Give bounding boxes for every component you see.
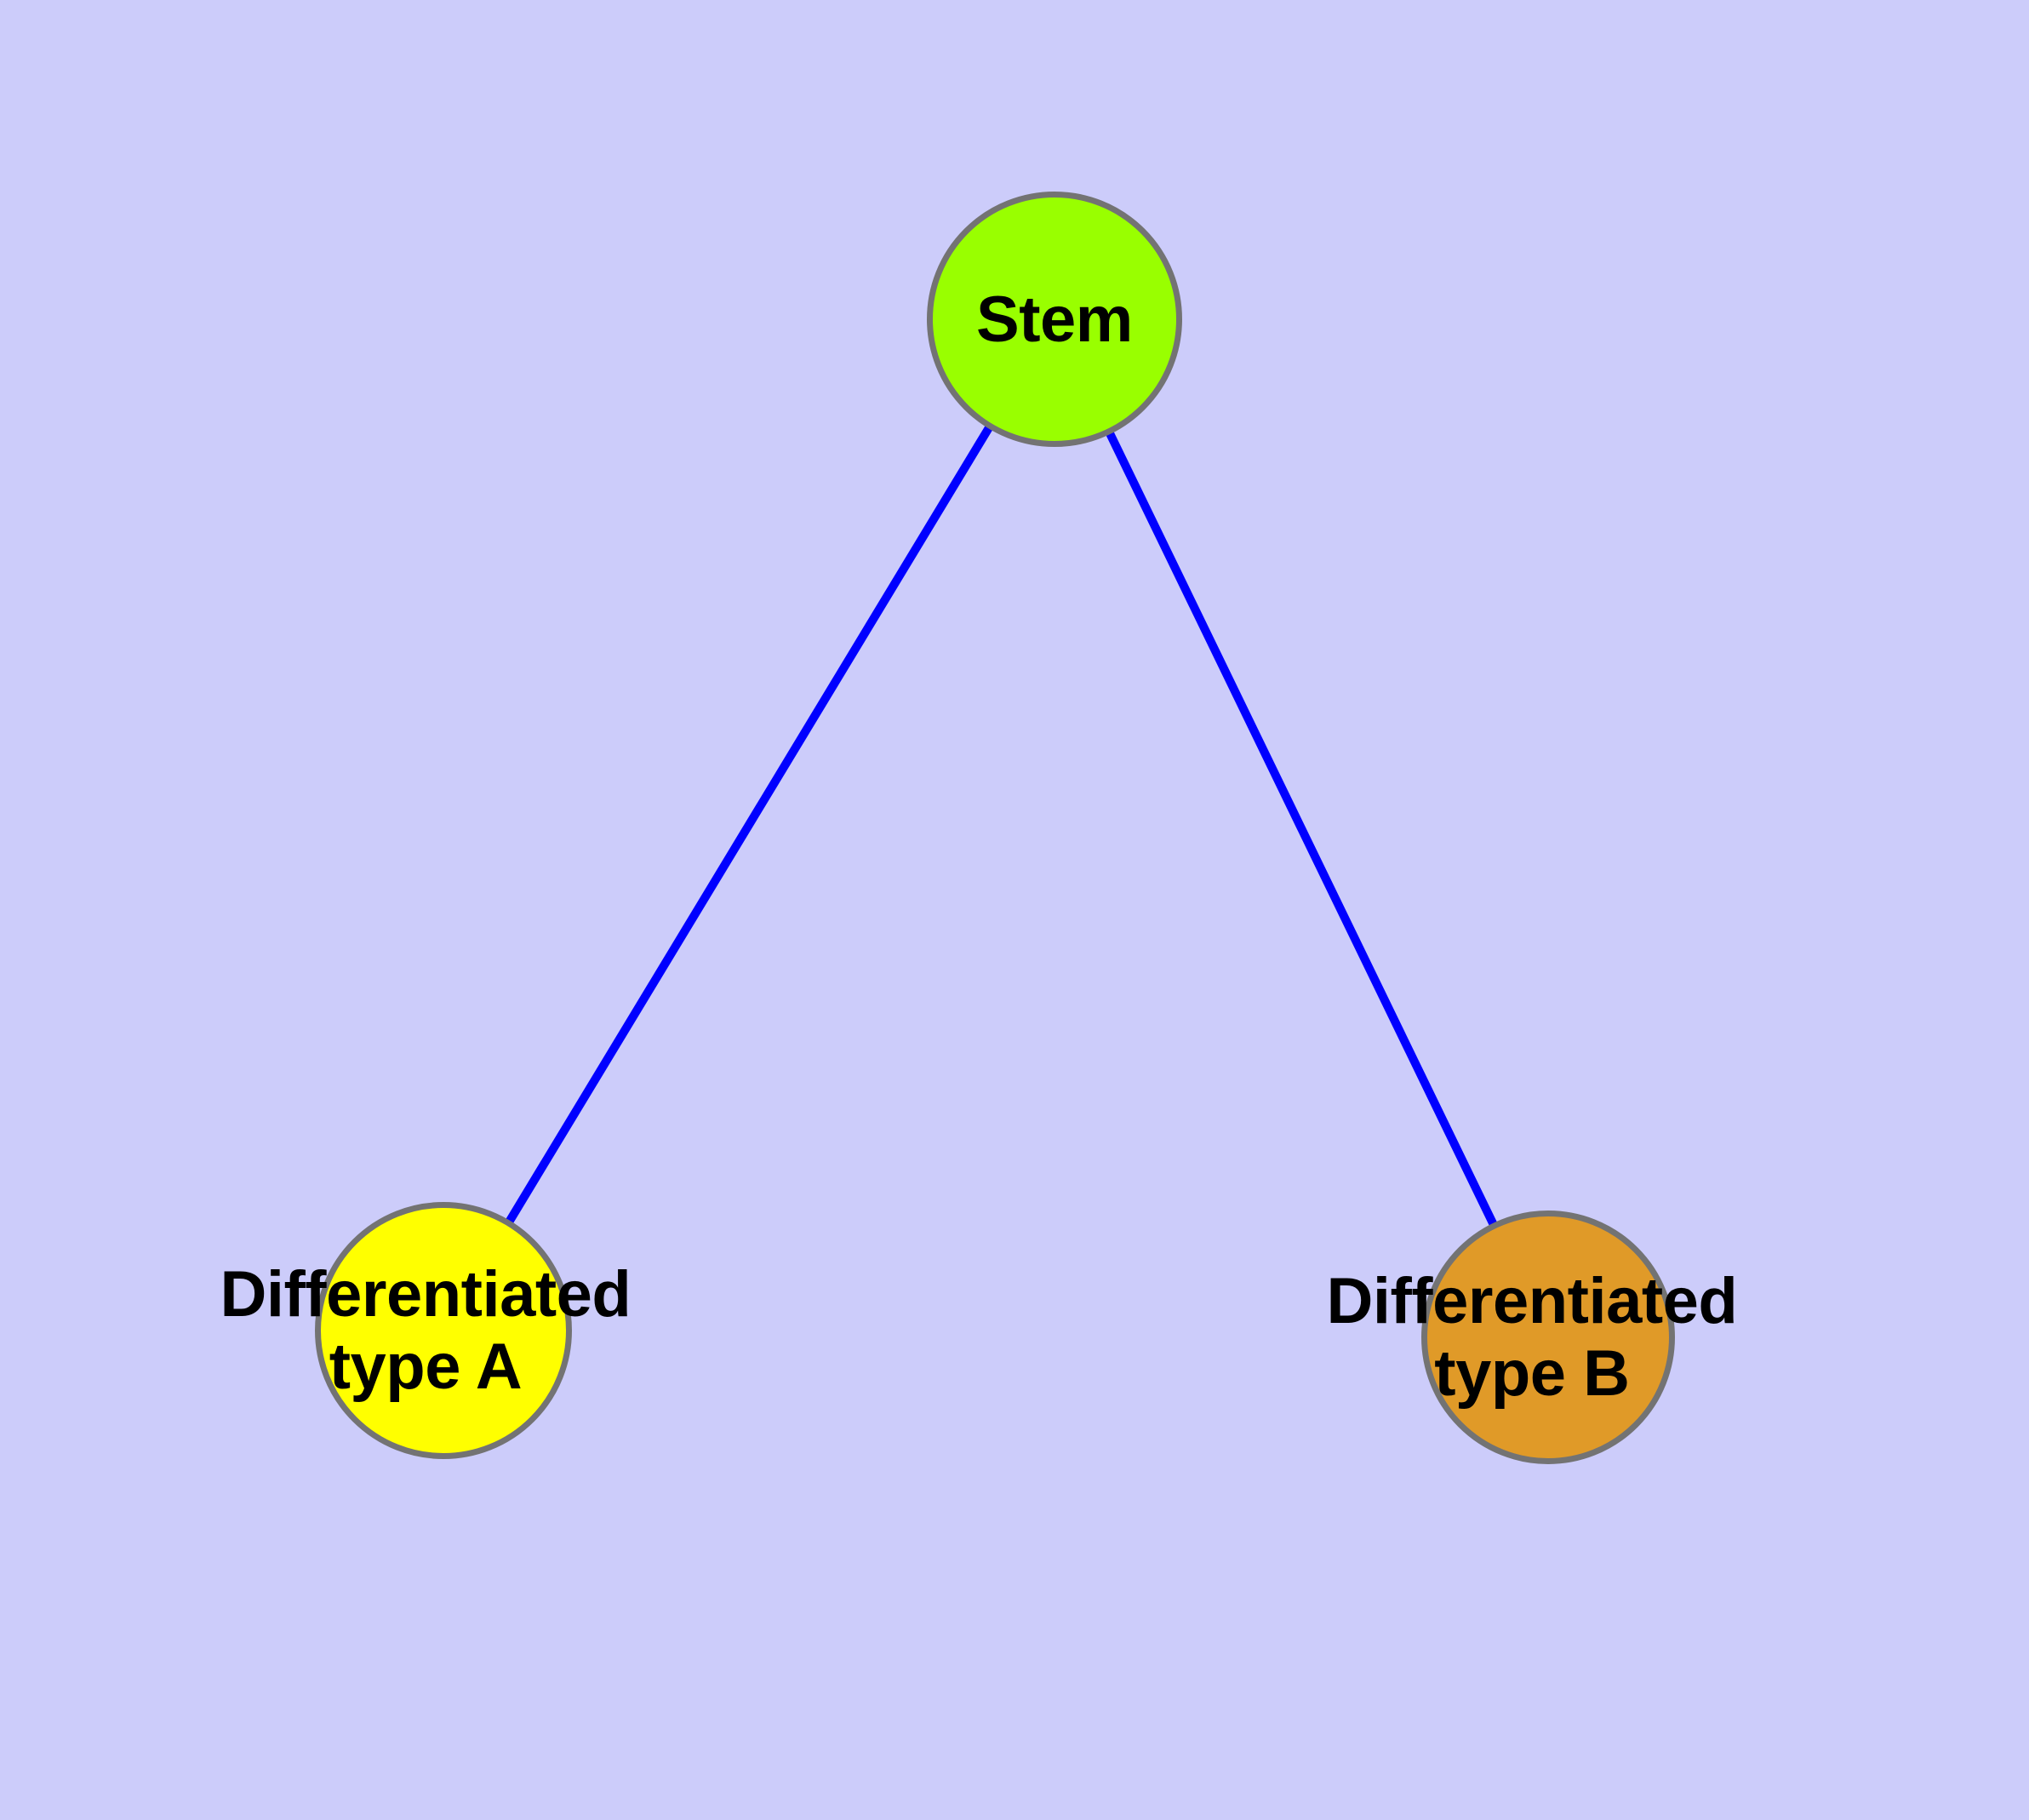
node-stem[interactable] [927,192,1182,447]
node-diff_a[interactable] [315,1202,572,1459]
edge-layer [505,425,1498,1227]
node-diff_b[interactable] [1421,1210,1675,1464]
node-layer [315,192,1675,1464]
edge-stem-to-diff-b [1106,430,1498,1227]
edge-stem-to-diff-a [505,425,993,1225]
